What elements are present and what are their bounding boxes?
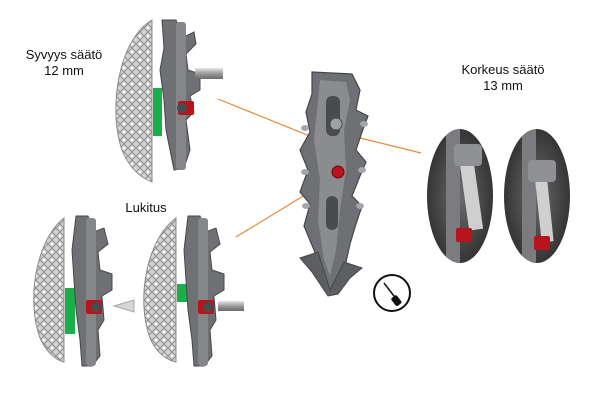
mount-hole — [360, 121, 368, 127]
plate-foot — [299, 251, 364, 297]
hinge-arm — [198, 218, 208, 366]
depth-adjustment-label: Syvyys säätö 12 mm — [12, 47, 116, 79]
adjustment-screw — [329, 117, 343, 131]
center-screw-red — [331, 165, 345, 179]
mesh-panel — [115, 19, 153, 183]
lock-clip-green — [65, 288, 75, 334]
depth-title: Syvyys säätö — [25, 47, 103, 62]
hinge-screw — [91, 302, 101, 312]
direction-arrow — [112, 299, 135, 313]
hinge-arm — [176, 22, 186, 170]
height-screw-red — [534, 236, 550, 250]
lock-clip-green — [177, 284, 187, 302]
lock-label: Lukitus — [104, 200, 188, 216]
height-value: 13 mm — [483, 78, 523, 93]
hinge-screw — [177, 103, 187, 113]
hinge-screw — [203, 302, 213, 312]
height-detail-1 — [427, 129, 493, 263]
height-bolt — [458, 155, 484, 231]
depth-value: 12 mm — [44, 63, 84, 78]
height-adjustment-label: Korkeus säätö 13 mm — [448, 62, 558, 94]
hinge-arm — [86, 218, 96, 366]
hinge-arm — [522, 129, 536, 263]
plate-slot — [326, 196, 338, 230]
adjustment-bolt — [195, 68, 223, 79]
leader-line-height — [359, 137, 422, 154]
lock-detail-locked — [33, 215, 113, 367]
hinge-mounting-plate — [299, 71, 369, 297]
depth-adjustment-detail — [115, 19, 223, 183]
lock-title: Lukitus — [125, 200, 167, 215]
lock-clip-green — [153, 88, 162, 136]
lock-detail-unlocked — [143, 215, 244, 367]
height-detail-2 — [504, 129, 570, 263]
mount-hole — [302, 203, 310, 209]
mount-hole — [358, 167, 366, 173]
plate-highlight — [314, 80, 350, 276]
mesh-panel — [143, 217, 177, 363]
height-title: Korkeus säätö — [461, 62, 545, 77]
mount-hole — [301, 169, 309, 175]
mesh-panel — [33, 216, 65, 363]
height-screw-red — [456, 228, 472, 242]
hinge-block — [454, 144, 482, 166]
adjustment-bolt — [218, 301, 244, 311]
height-bolt — [534, 171, 554, 243]
mount-hole — [356, 203, 364, 209]
screwdriver-icon — [373, 274, 411, 312]
hinge-block — [528, 160, 556, 182]
mount-hole — [301, 125, 309, 131]
